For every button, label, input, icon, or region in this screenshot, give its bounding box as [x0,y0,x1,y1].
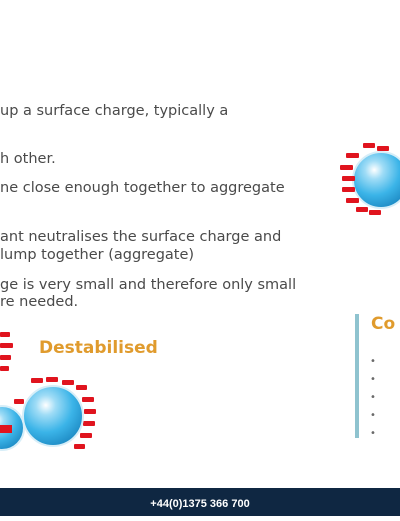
con-bullet-4: • [370,410,376,421]
body-text-line-4: ant neutralises the surface charge and [0,229,282,245]
destabilised-label: Destabilised [39,338,158,358]
con-panel-bar [355,314,359,438]
particle-illustrations [0,143,400,451]
con-panel-title: Co [371,314,396,334]
stable-particle [352,151,400,209]
body-text-line-3: ne close enough together to aggregate [0,180,285,196]
body-text-line-1: up a surface charge, typically a [0,103,229,119]
slide: up a surface charge, typically a h other… [0,103,400,451]
destabilised-charge-dashes [0,332,96,449]
footer-bar: +44(0)1375 366 700 [0,488,400,516]
body-text-line-5: lump together (aggregate) [0,247,195,263]
stable-particle-group [340,143,400,215]
con-bullet-5: • [370,428,376,439]
body-text-line-2: h other. [0,151,56,167]
destabilised-particle-right [22,385,84,447]
stable-charge-dashes [340,143,389,215]
footer-phone: +44(0)1375 366 700 [150,498,250,510]
destabilised-particles-group [0,332,96,451]
con-bullet-1: • [370,356,376,367]
body-text-line-6: ge is very small and therefore only smal… [0,277,297,293]
neutralised-charge-dash [0,425,12,433]
con-bullet-3: • [370,392,376,403]
body-text-line-7: re needed. [0,294,79,310]
con-bullet-2: • [370,374,376,385]
